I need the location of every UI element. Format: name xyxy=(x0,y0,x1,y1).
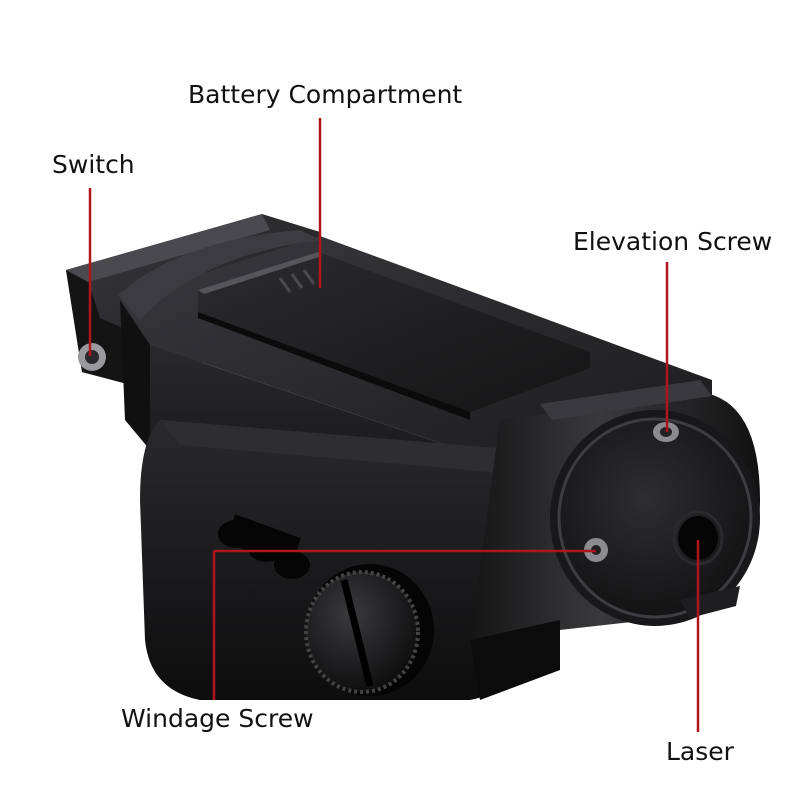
laser-label: Laser xyxy=(666,737,734,766)
windage-slots xyxy=(218,514,310,579)
windage-knob-icon xyxy=(304,564,434,696)
elevation-screw-label: Elevation Screw xyxy=(573,227,773,256)
laser-aperture xyxy=(678,516,718,560)
switch-label: Switch xyxy=(52,150,135,179)
battery-cover xyxy=(198,252,590,420)
battery-compartment-label: Battery Compartment xyxy=(188,80,463,109)
mount-body xyxy=(140,420,560,700)
switch-screw-icon xyxy=(78,343,106,371)
laser-housing xyxy=(470,380,760,640)
windage-screw-label: Windage Screw xyxy=(121,704,314,733)
rail-foot xyxy=(470,586,740,700)
leader-lines xyxy=(88,118,700,732)
